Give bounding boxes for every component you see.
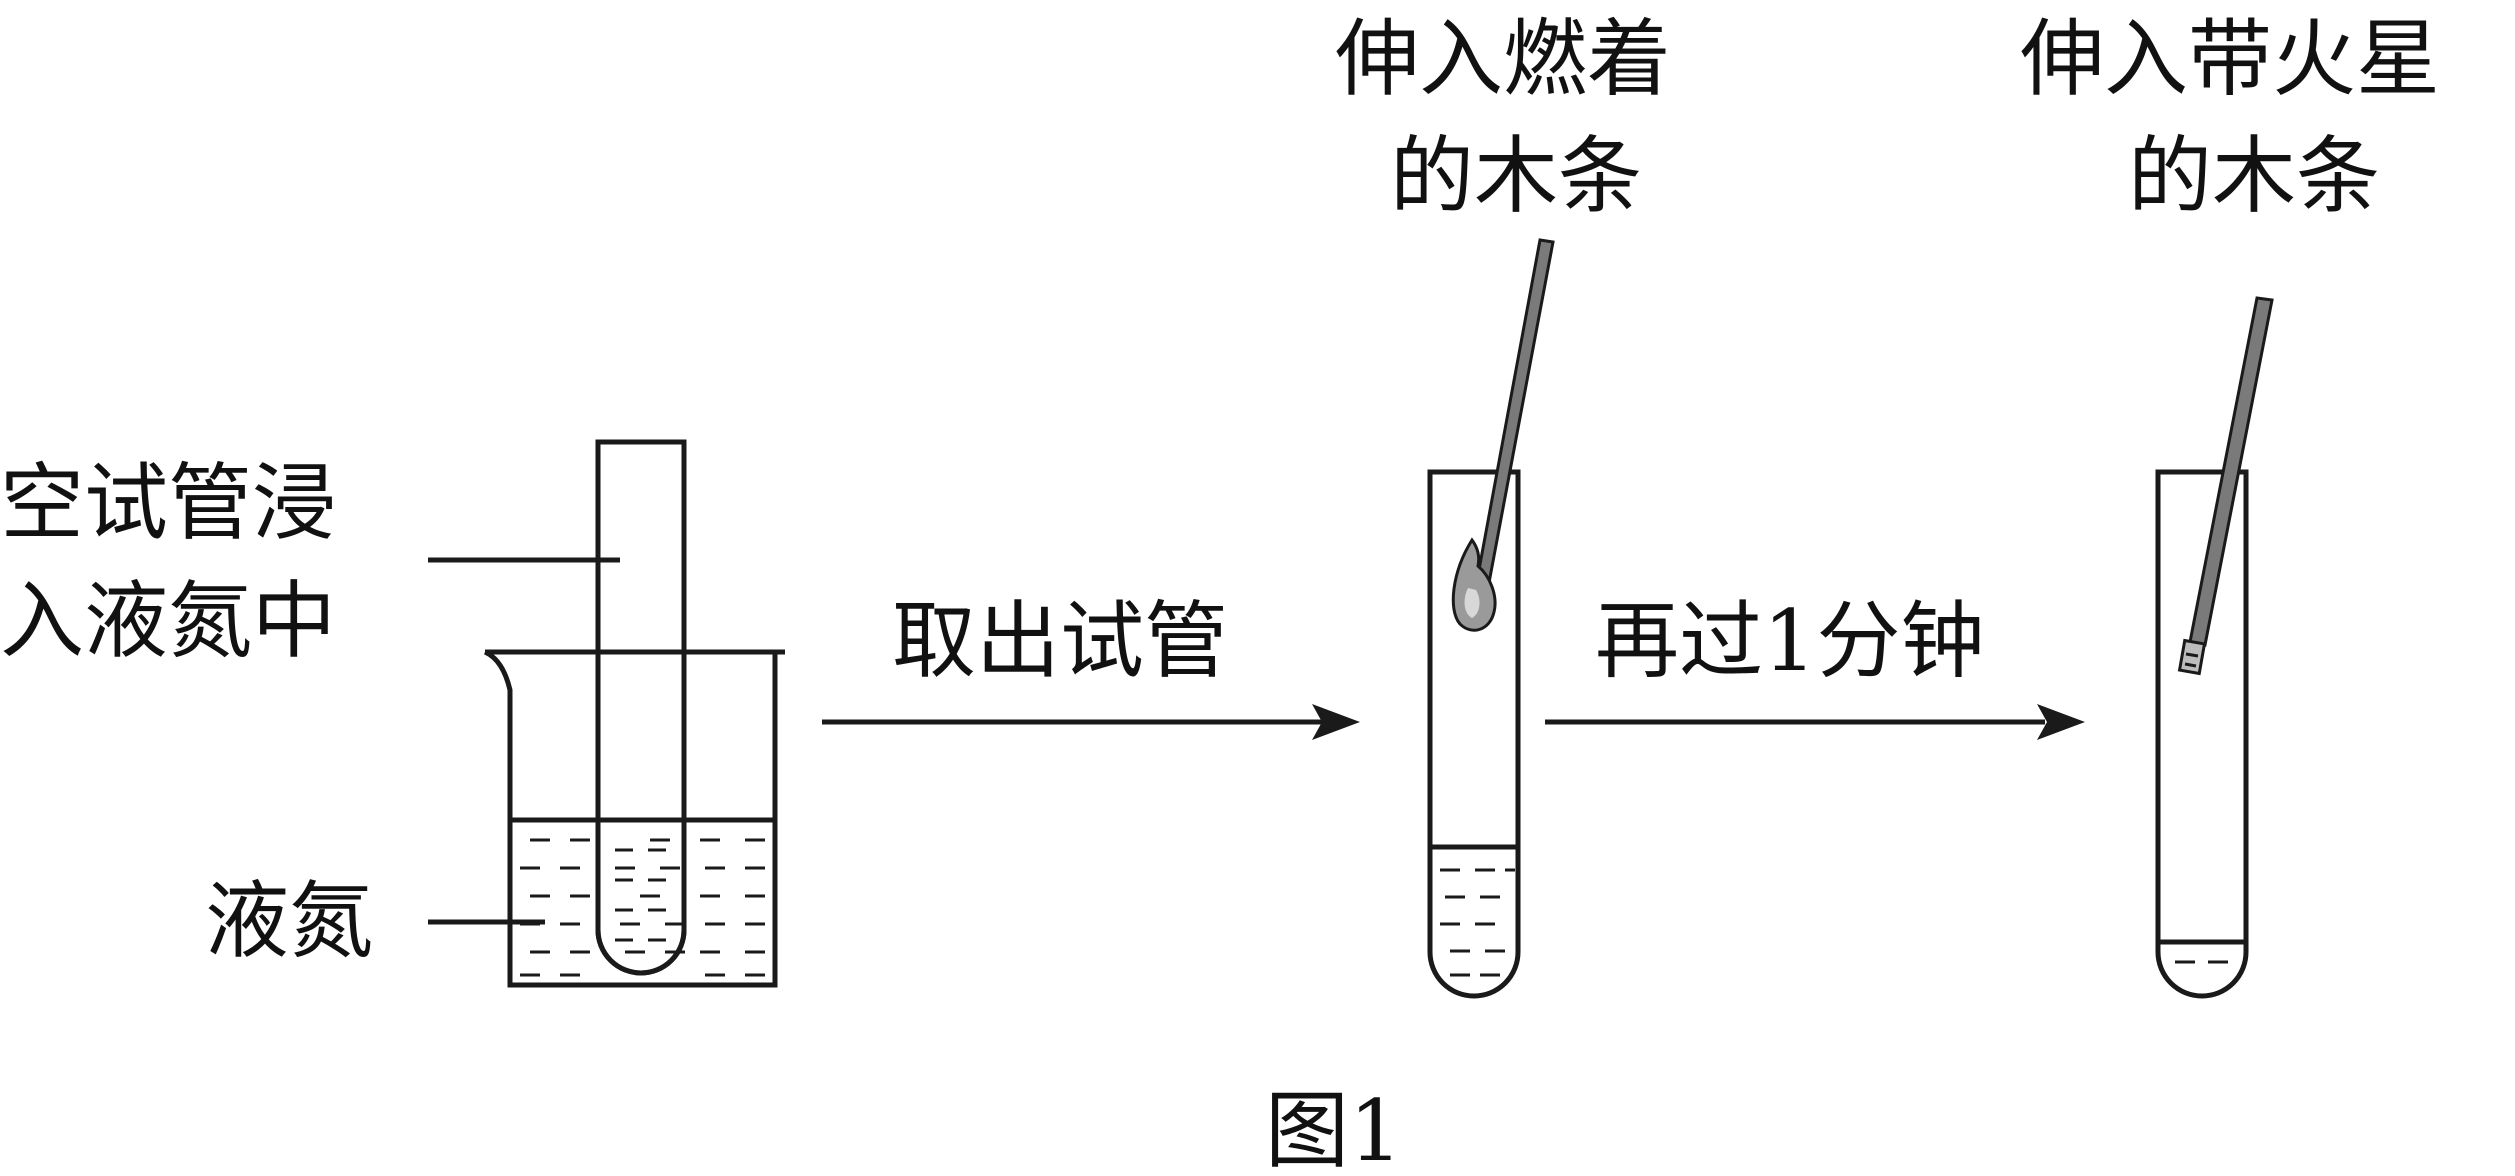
liquid-nitrogen-in-tube-1 bbox=[615, 848, 666, 942]
beaker bbox=[483, 649, 785, 988]
liquid-nitrogen-in-tube-2 bbox=[1440, 868, 1515, 977]
arrow-step2 bbox=[1545, 704, 2085, 740]
label-empty-tube-line1: 空试管浸 bbox=[0, 454, 336, 552]
label-burning-line1: 伸入燃着 bbox=[1335, 10, 1671, 108]
label-glowing-line2: 的木条 bbox=[2128, 127, 2380, 225]
liquid-nitrogen-beaker bbox=[520, 838, 765, 977]
flame-icon bbox=[1451, 537, 1497, 632]
label-liquid-nitrogen: 液氮 bbox=[205, 872, 373, 970]
test-tube-burning bbox=[1427, 469, 1521, 999]
test-tube-in-beaker bbox=[595, 439, 687, 976]
burning-wood-stick bbox=[1474, 238, 1555, 590]
label-step1-arrow: 取出试管 bbox=[892, 592, 1228, 690]
label-burning-line2: 的木条 bbox=[1390, 127, 1642, 225]
test-tube-glowing bbox=[2155, 469, 2249, 999]
figure-caption: 图1 bbox=[1265, 1082, 1402, 1176]
label-step2-arrow: 再过1分钟 bbox=[1595, 592, 1984, 690]
ember-icon bbox=[2177, 638, 2207, 676]
label-glowing-line1: 伸入带火星 bbox=[2020, 10, 2440, 108]
arrow-step1 bbox=[822, 704, 1360, 740]
label-empty-tube-line2: 入液氮中 bbox=[0, 572, 336, 670]
